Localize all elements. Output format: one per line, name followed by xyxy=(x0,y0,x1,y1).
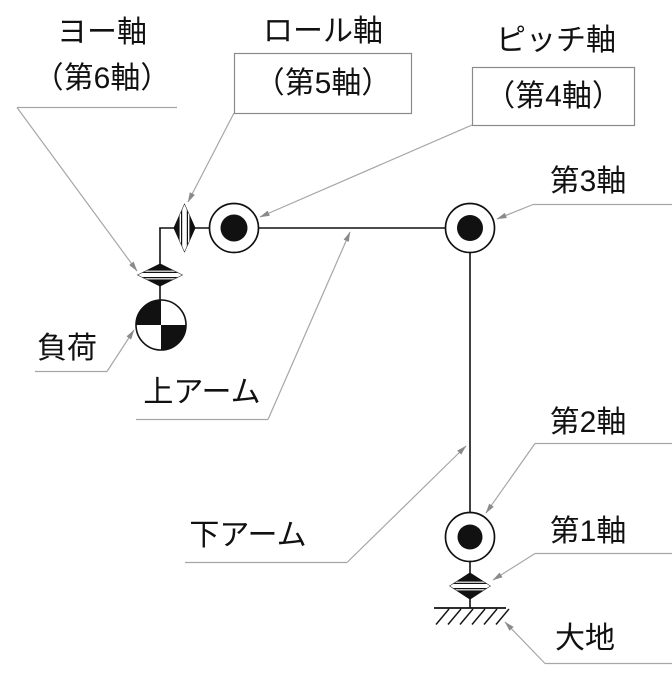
leader-ground xyxy=(504,621,546,664)
leader-pitch xyxy=(259,124,473,218)
roll-axis-label-box xyxy=(233,52,413,115)
leader-axis2 xyxy=(485,443,536,514)
label-pitch-axis: ピッチ軸 xyxy=(496,23,616,57)
axis3-joint-symbol xyxy=(444,202,496,254)
leader-upper-arm xyxy=(267,231,351,420)
leader-lines xyxy=(16,106,672,665)
leader-roll xyxy=(187,112,235,203)
roll-joint-symbol xyxy=(173,203,196,253)
label-lower-arm: 下アーム xyxy=(189,518,307,552)
leader-axis3 xyxy=(496,203,534,220)
label-ground: 大地 xyxy=(555,621,615,655)
leader-load xyxy=(106,329,135,372)
ground-symbol xyxy=(434,607,510,625)
label-roll-axis-number: （第5軸） xyxy=(254,66,392,100)
label-yaw-axis-number: （第6軸） xyxy=(33,61,171,95)
label-pitch-axis-number: （第4軸） xyxy=(485,79,622,113)
label-load: 負荷 xyxy=(37,331,97,365)
leader-lower-arm xyxy=(346,445,467,563)
label-axis2: 第2軸 xyxy=(549,405,627,439)
label-upper-arm: 上アーム xyxy=(143,375,261,409)
label-roll-axis: ロール軸 xyxy=(263,14,383,48)
axis2-joint-symbol xyxy=(444,511,496,563)
pitch-axis-label-box xyxy=(471,66,636,127)
label-axis1: 第1軸 xyxy=(549,514,627,548)
load-symbol xyxy=(135,299,187,351)
leader-yaw xyxy=(16,107,138,272)
label-yaw-axis: ヨー軸 xyxy=(57,15,147,49)
axis1-joint-symbol xyxy=(449,572,491,600)
leader-axis1 xyxy=(492,552,536,581)
yaw-joint-symbol xyxy=(136,263,184,287)
pitch-joint-symbol xyxy=(208,202,260,254)
label-axis3: 第3軸 xyxy=(549,164,627,198)
